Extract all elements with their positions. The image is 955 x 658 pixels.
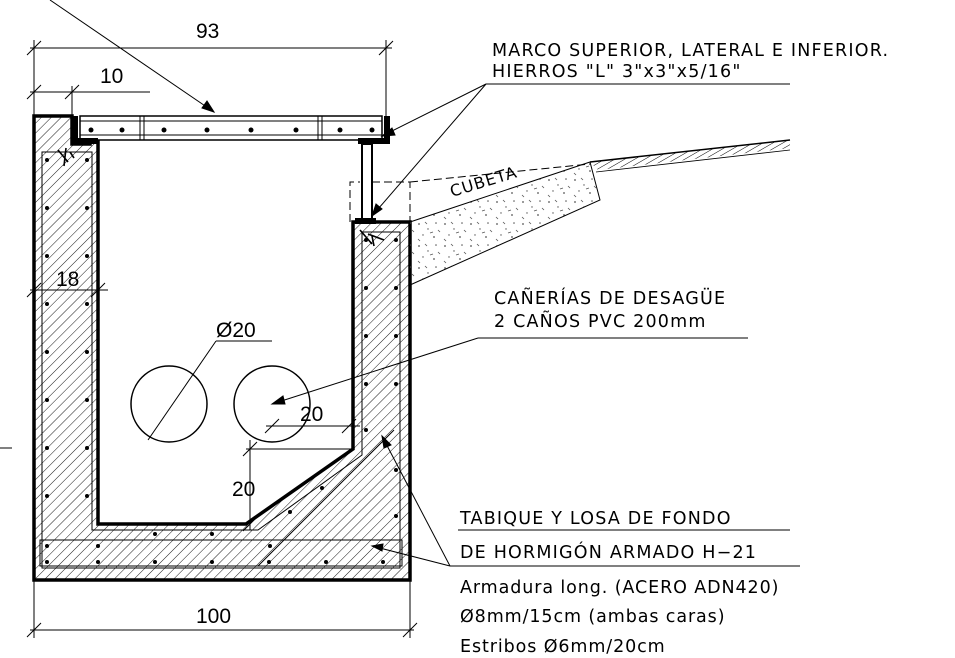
frame-note-line2: HIERROS "L" 3"x3"x5/16" bbox=[492, 62, 742, 82]
dim-frame-width: 10 bbox=[100, 65, 123, 88]
wall-note-line2: DE HORMIGÓN ARMADO H−21 bbox=[460, 541, 757, 563]
rebar-note-line3: Estribos Ø6mm/20cm bbox=[460, 637, 666, 657]
rebar-note-line2: Ø8mm/15cm (ambas caras) bbox=[460, 607, 725, 627]
pipe-left bbox=[130, 365, 208, 443]
rebar-note-line1: Armadura long. (ACERO ADN420) bbox=[460, 578, 779, 598]
pipes-note-line1: CAÑERÍAS DE DESAGÜE bbox=[494, 287, 726, 309]
rebar-cage bbox=[39, 151, 403, 569]
dim-chamfer-horizontal: 20 bbox=[300, 403, 323, 426]
dim-wall-thickness: 18 bbox=[56, 268, 79, 291]
leader-lines bbox=[49, 0, 800, 567]
dim-total-bottom: 100 bbox=[196, 605, 231, 628]
frame-note-line1: MARCO SUPERIOR, LATERAL E INFERIOR. bbox=[492, 41, 889, 61]
dim-total-top: 93 bbox=[196, 20, 219, 43]
wall-note-line1: TABIQUE Y LOSA DE FONDO bbox=[459, 509, 732, 529]
dimension-lines bbox=[0, 40, 418, 638]
terrain bbox=[349, 139, 791, 286]
rebar-dots bbox=[45, 158, 398, 564]
pipes-note-line2: 2 CAÑOS PVC 200mm bbox=[494, 310, 707, 332]
concrete-section bbox=[32, 114, 412, 582]
dim-chamfer-vertical: 20 bbox=[232, 478, 255, 501]
steel-grating bbox=[57, 115, 390, 247]
pipe-diameter-label: Ø20 bbox=[216, 319, 256, 342]
drain-pipes bbox=[130, 340, 311, 443]
